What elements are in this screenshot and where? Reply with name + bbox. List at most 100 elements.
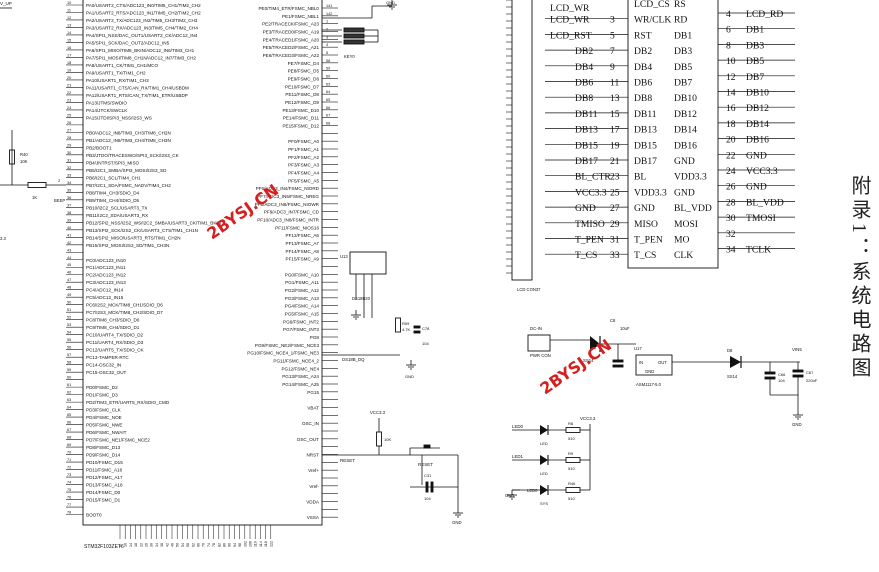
ds18b20-cap-val: 104 bbox=[422, 341, 429, 346]
lcd-right-pin-num: 30 bbox=[726, 213, 736, 224]
lcd-ic-left-label: DB17 bbox=[634, 156, 657, 167]
mcu-left-pin-label: PC9/TIM8_CH4/SDIO_D1 bbox=[86, 325, 140, 330]
mcu-left-pin-number: 75 bbox=[67, 488, 71, 492]
mcu-left-pin-label: PC2/ADC123_IN12 bbox=[86, 273, 126, 278]
lcd-right-pin-num: 16 bbox=[726, 103, 736, 114]
mcu-left-pin-label: PD2/TIM3_ETR/UART5_RX/SDIO_CMD bbox=[86, 400, 170, 405]
mcu-bottom-pin-number: 18 bbox=[134, 543, 138, 547]
mcu-right-pin-label: Vref+ bbox=[308, 468, 319, 473]
mcu-right-pin-number: 58 bbox=[326, 59, 330, 63]
beep-top-label: V_UP bbox=[0, 1, 12, 6]
mcu-right-pin-label: PF12/FSMC_A6 bbox=[286, 233, 320, 238]
mcu-right-pin-label: PE5/TRACED2/FSMC_A21 bbox=[263, 45, 320, 50]
mcu-right-pin-label: PF10/ADC3_IN8/FSMC_INTR bbox=[257, 218, 319, 223]
lcd-left-net: TMISO bbox=[575, 219, 605, 230]
mcu-right-pin-label: PG6/FSMC_INT2 bbox=[283, 319, 319, 324]
mcu-bottom-pin-number: 70 bbox=[202, 543, 206, 547]
led-res-val: 510 bbox=[568, 436, 575, 441]
cap-plate bbox=[413, 325, 421, 329]
cap2-plate bbox=[764, 376, 776, 380]
led-resistor bbox=[565, 427, 581, 433]
mcu-right-pin-label: PE8/FSMC_D5 bbox=[288, 69, 320, 74]
beep-res-label: R40 bbox=[20, 152, 28, 157]
mcu-right-pin-number: 63 bbox=[326, 82, 330, 86]
mcu-bottom-pin-number: 94 bbox=[233, 543, 237, 547]
lcd-ic-left-label: DB13 bbox=[634, 125, 657, 136]
mcu-left-pin-number: 11 bbox=[67, 8, 71, 12]
lcd-left-net-top: LCD_WR bbox=[550, 3, 590, 14]
led-res-label: R46 bbox=[568, 481, 576, 486]
mcu-left-pin-label: PB11/I2C2_SDA/USART3_RX bbox=[86, 213, 148, 218]
mcu-left-pin-label: PD7/FSMC_NE1/FSMC_NCE2 bbox=[86, 438, 150, 443]
mcu-right-pin-number: 5 bbox=[326, 51, 328, 55]
mcu-left-pin-label: PB13/SPI2_SCK/I2S2_CK/USART3_CTS/TIM1_CH… bbox=[86, 228, 198, 233]
mcu-left-pin-number: 14 bbox=[67, 31, 71, 35]
mcu-left-pin-label: PD10/FSMC_D15 bbox=[86, 460, 123, 465]
lcd-left-pin-num: 33 bbox=[610, 250, 620, 261]
lcd-ic-left-label: T_CS bbox=[634, 250, 656, 261]
led-vcc-label: VCC3.3 bbox=[580, 416, 596, 421]
mcu-left-pin-number: 57 bbox=[67, 353, 71, 357]
led-res-label: R8 bbox=[568, 421, 574, 426]
lcd-left-pin-num: 17 bbox=[610, 125, 620, 136]
mcu-right-pin-label: PG13/FSMC_A24 bbox=[282, 374, 319, 379]
mcu-right-pin-label: PE3/TRACED0/FSMC_A19 bbox=[263, 30, 320, 35]
mcu-left-pin-number: 69 bbox=[67, 443, 71, 447]
mcu-right-pin-number: 141 bbox=[326, 4, 332, 8]
mcu-left-pin-label: PC1/ADC123_IN11 bbox=[86, 265, 126, 270]
mcu-bottom-pin-number: 82 bbox=[217, 543, 221, 547]
mcu-left-pin-number: 44 bbox=[67, 256, 71, 260]
mcu-bottom-pin-number: 110 bbox=[254, 541, 258, 547]
mcu-left-pin-label: PD15/FSMC_D1 bbox=[86, 498, 121, 503]
mcu-left-pin-label: PB10/I2C2_SCL/USART3_TX bbox=[86, 205, 147, 210]
ds18b20-res-val: 4.7K bbox=[402, 327, 411, 332]
mcu-right-pin-label: PF15/FSMC_A9 bbox=[286, 257, 320, 262]
mcu-right-pin-label: VDDA bbox=[306, 500, 320, 505]
mcu-left-pin-label: PB6/I2C1_SCL/TIM4_CH1 bbox=[86, 175, 141, 180]
mcu-left-pin-number: 33 bbox=[67, 173, 71, 177]
regulator-out: OUT bbox=[658, 360, 667, 365]
mcu-left-pin-number: 62 bbox=[67, 391, 71, 395]
diode1-label: SS14 bbox=[583, 358, 594, 363]
lcd-right-net: DB10 bbox=[746, 88, 769, 99]
lcd-ic-right-label: DB5 bbox=[674, 62, 692, 73]
mcu-left-pin-number: 53 bbox=[67, 323, 71, 327]
mcu-left-pin-number: 72 bbox=[67, 466, 71, 470]
lcd-ic-right-label: DB3 bbox=[674, 46, 692, 57]
mcu-left-pin-number: 18 bbox=[67, 61, 71, 65]
mcu-left-pin-number: 27 bbox=[67, 128, 71, 132]
mcu-left-pin-label: PB12/SPI2_NSS/I2S2_WS/I2C2_SMBA/USART3_C… bbox=[86, 220, 221, 225]
mcu-left-pin-label: PC6/I2S2_MCK/TIM8_CH1/SDIO_D6 bbox=[86, 303, 163, 308]
gnd-label: GND bbox=[452, 520, 462, 525]
mcu-right-pin-label: PE11/FSMC_D8 bbox=[285, 92, 319, 97]
led-res-val: 510 bbox=[568, 496, 575, 501]
lcd-ic-right-label: DB14 bbox=[674, 125, 697, 136]
mcu-left-pin-number: 26 bbox=[67, 121, 71, 125]
led-res-label: R9 bbox=[568, 451, 574, 456]
mcu-bottom-pin-number: 58 bbox=[186, 543, 190, 547]
mcu-left-pin-label: PA7/SPI1_MOSI/TIM8_CH1N/ADC12_IN7/TIM3_C… bbox=[86, 55, 196, 60]
mcu-left-pin-number: 35 bbox=[67, 188, 71, 192]
reset-vcc-label: VCC3.3 bbox=[370, 410, 386, 415]
mcu-left-pin-number: 45 bbox=[67, 263, 71, 267]
mcu-right-pin-label: PE2/TRACECK/FSMC_A23 bbox=[262, 22, 319, 27]
lcd-left-net: T_CS bbox=[575, 250, 597, 261]
mcu-right-pin-number: 2 bbox=[326, 28, 328, 32]
mcu-left-pin-label: PB5/I2C1_SMBA/SPI3_MOSI/I2S3_SD bbox=[86, 168, 167, 173]
lcd-left-net: DB15 bbox=[575, 140, 598, 151]
mcu-bottom-pin-number: 26 bbox=[145, 543, 149, 547]
mcu-left-pin-number: 25 bbox=[67, 113, 71, 117]
lcd-ic-right-label: DB10 bbox=[674, 93, 697, 104]
gnd-label: GND bbox=[405, 374, 414, 379]
ds18b20-body bbox=[349, 251, 387, 275]
led-net-label: LED0 bbox=[512, 424, 524, 429]
lcd-left-pin-num: 27 bbox=[610, 203, 620, 214]
mcu-left-pin-number: 68 bbox=[67, 436, 71, 440]
mcu-left-pin-label: PD3/FSMC_CLK bbox=[86, 408, 122, 413]
mcu-left-pin-label: PA4/SPI1_NSS/DAC_OUT1/USART2_CK/ADC12_IN… bbox=[86, 33, 198, 38]
mcu-left-pin-number: 21 bbox=[67, 83, 71, 87]
diode2-ref: D8 bbox=[727, 348, 733, 353]
mcu-left-pin-label: PD6/FSMC_NWAIT bbox=[86, 430, 127, 435]
mcu-right-pin-label: PE13/FSMC_D10 bbox=[282, 108, 319, 113]
mcu-right-pin-label: PE9/FSMC_D6 bbox=[288, 77, 320, 82]
